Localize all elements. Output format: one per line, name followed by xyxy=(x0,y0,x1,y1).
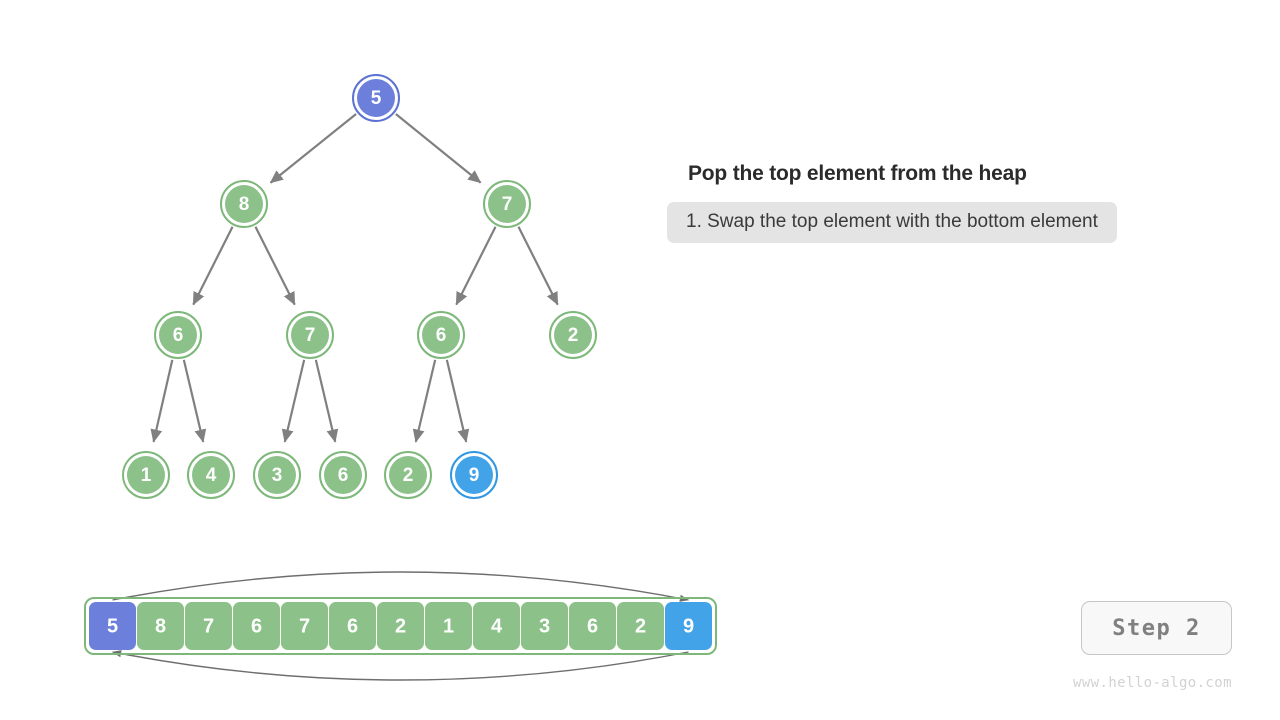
array-cell: 7 xyxy=(185,602,232,650)
tree-node-ring xyxy=(483,180,531,228)
array-cell-box xyxy=(89,602,136,650)
array-cell: 5 xyxy=(89,602,136,650)
array-cell: 6 xyxy=(569,602,616,650)
array-cell-box xyxy=(377,602,424,650)
array-cell-box xyxy=(473,602,520,650)
array-cell-box xyxy=(137,602,184,650)
array-cell-box xyxy=(185,602,232,650)
tree-node-circle xyxy=(159,316,197,354)
tree-node-ring xyxy=(384,451,432,499)
swap-arrow-bottom xyxy=(112,650,689,681)
step-description-text: 1. Swap the top element with the bottom … xyxy=(686,211,1098,232)
tree-node-circle xyxy=(127,456,165,494)
array-cell-box xyxy=(521,602,568,650)
tree-node-circle xyxy=(488,185,526,223)
tree-edge xyxy=(517,226,559,306)
tree-edge xyxy=(182,359,207,443)
tree-node-ring xyxy=(154,311,202,359)
tree-node-ring xyxy=(352,74,400,122)
tree-node-ring xyxy=(220,180,268,228)
array-cell: 2 xyxy=(377,602,424,650)
watermark: www.hello-algo.com xyxy=(1073,675,1232,691)
info-panel: Pop the top element from the heap 1. Swa… xyxy=(667,160,1248,243)
swap-arrow-group xyxy=(112,571,689,681)
tree-edge xyxy=(445,359,470,443)
tree-edge-group xyxy=(150,113,559,443)
array-cell-box xyxy=(233,602,280,650)
tree-node-circle xyxy=(225,185,263,223)
step-description-box: 1. Swap the top element with the bottom … xyxy=(667,202,1117,243)
tree-edge xyxy=(150,359,174,443)
array-cell-box xyxy=(617,602,664,650)
array-cell-box xyxy=(425,602,472,650)
array-frame xyxy=(84,597,717,655)
tree-node-circle xyxy=(357,79,395,117)
array-cell: 3 xyxy=(521,602,568,650)
tree-node-circle xyxy=(554,316,592,354)
step-badge-label: Step 2 xyxy=(1112,615,1201,641)
tree-node-circle xyxy=(389,456,427,494)
tree-node-ring xyxy=(450,451,498,499)
tree-node-circle xyxy=(258,456,296,494)
array-cell: 1 xyxy=(425,602,472,650)
swap-arrow-top xyxy=(112,571,689,602)
tree-node-ring xyxy=(187,451,235,499)
tree-node-circle xyxy=(291,316,329,354)
array-cell-box xyxy=(329,602,376,650)
tree-edge xyxy=(395,113,482,184)
array-cell: 6 xyxy=(233,602,280,650)
array-outline xyxy=(84,597,717,655)
array-cell: 9 xyxy=(665,602,712,650)
tree-node-ring xyxy=(319,451,367,499)
array-cell: 7 xyxy=(281,602,328,650)
tree-edge xyxy=(314,359,339,443)
tree-edge xyxy=(455,226,497,306)
tree-edge xyxy=(192,226,234,306)
tree-edge xyxy=(281,359,306,443)
tree-node-circle xyxy=(324,456,362,494)
tree-node-ring xyxy=(122,451,170,499)
tree-edge xyxy=(254,226,296,306)
tree-node-circle xyxy=(455,456,493,494)
tree-node-ring xyxy=(549,311,597,359)
tree-node-ring xyxy=(286,311,334,359)
page-title: Pop the top element from the heap xyxy=(688,162,1027,185)
array-cell: 6 xyxy=(329,602,376,650)
array-cell: 2 xyxy=(617,602,664,650)
tree-node-ring xyxy=(417,311,465,359)
tree-node-circle xyxy=(192,456,230,494)
step-badge: Step 2 xyxy=(1081,601,1232,655)
array-cell: 4 xyxy=(473,602,520,650)
array-cell-box xyxy=(665,602,712,650)
tree-node-circle xyxy=(422,316,460,354)
array-cell-box xyxy=(569,602,616,650)
array-cell-box xyxy=(281,602,328,650)
tree-edge xyxy=(269,113,357,184)
tree-node-ring xyxy=(253,451,301,499)
array-cell: 8 xyxy=(137,602,184,650)
tree-edge xyxy=(412,359,437,443)
